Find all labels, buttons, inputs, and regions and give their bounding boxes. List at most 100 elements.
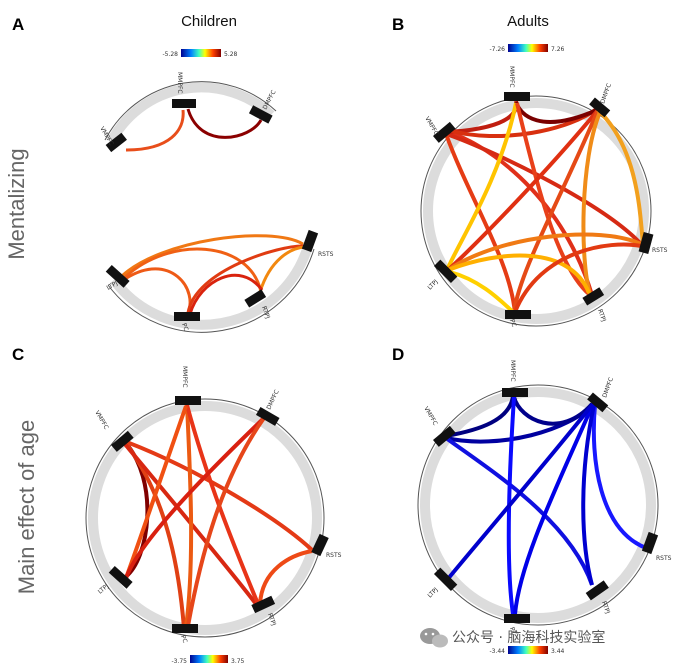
edge-vmpfc-rsts-c bbox=[123, 439, 314, 552]
colorbar-a-scale bbox=[181, 49, 221, 57]
colorbar-c-min: -3.75 bbox=[171, 658, 187, 665]
node-marker-rtpj-b bbox=[582, 287, 605, 306]
node-label-vmpfc-c: VMPFC bbox=[93, 410, 109, 431]
node-marker-dmpfc-b bbox=[589, 97, 611, 118]
node-marker-ltpj-a bbox=[105, 264, 130, 288]
colorbar-c: -3.75 3.75 bbox=[171, 655, 245, 665]
node-marker-pc-a bbox=[174, 312, 200, 321]
edge-dmpfc-ltpj-b bbox=[446, 108, 600, 272]
edge-dmpfc-ltpj-d bbox=[445, 402, 595, 582]
ring-arc-d bbox=[420, 387, 656, 623]
node-label-ltpj-b: LTPJ bbox=[426, 278, 439, 291]
colorbar-a: -5.28 5.28 bbox=[162, 49, 238, 58]
node-marker-pc-c bbox=[172, 624, 198, 633]
edge-pc-rsts-a bbox=[186, 244, 305, 314]
node-marker-dmpfc-a bbox=[248, 105, 273, 124]
colorbar-d: -3.44 3.44 bbox=[489, 646, 565, 655]
edge-rtpj-rsts-c bbox=[258, 549, 313, 605]
node-label-pc-a: PC bbox=[180, 322, 189, 332]
node-marker-rtpj-c bbox=[251, 595, 276, 614]
connectome-panel-d: VMPFC MMPFC DMPFC RSTS RTPJ PC LTPJ bbox=[417, 360, 672, 636]
node-label-rtpj-b: RTPJ bbox=[596, 308, 607, 323]
edge-pc-rtpj-a bbox=[188, 273, 264, 315]
node-label-ltpj-d: LTPJ bbox=[426, 586, 439, 599]
panel-label-c: C bbox=[12, 345, 24, 364]
ring-arc-upper-a bbox=[106, 82, 275, 145]
edge-dmpfc-pc-b bbox=[512, 109, 600, 313]
node-label-dmpfc-b: DMPFC bbox=[599, 82, 613, 104]
edge-pc-rsts-b bbox=[513, 242, 642, 313]
edge-mmpfc-vmpfc-a bbox=[125, 109, 185, 152]
node-label-mmpfc-c: MMPFC bbox=[181, 366, 188, 388]
edge-dmpfc-pc-d bbox=[513, 403, 595, 615]
node-label-mmpfc-a: MMPFC bbox=[176, 72, 183, 94]
node-marker-ltpj-b bbox=[433, 259, 458, 284]
node-marker-mmpfc-a bbox=[172, 99, 196, 108]
panel-label-a: A bbox=[12, 15, 24, 34]
connectome-panel-a: VMPFC MMPFC DMPFC RSTS RTPJ PC LTPJ bbox=[98, 72, 334, 333]
colorbar-d-max: 3.44 bbox=[551, 648, 565, 655]
watermark-text: 公众号 · 脑海科技实验室 bbox=[452, 629, 605, 646]
panel-label-b: B bbox=[392, 15, 404, 34]
node-marker-dmpfc-d bbox=[587, 392, 609, 413]
node-label-rtpj-c: RTPJ bbox=[266, 612, 277, 627]
node-label-ltpj-c: LTPJ bbox=[97, 583, 111, 596]
edge-vmpfc-pc-b bbox=[444, 133, 517, 314]
chat-bubble-icon bbox=[420, 628, 448, 648]
node-marker-vmpfc-d bbox=[433, 425, 456, 447]
node-marker-dmpfc-c bbox=[255, 407, 280, 426]
edge-dmpfc-rsts-d bbox=[591, 404, 647, 550]
edge-mmpfc-ltpj-b bbox=[446, 102, 518, 269]
column-title-adults: Adults bbox=[507, 13, 549, 30]
ring-outline-c bbox=[85, 398, 325, 638]
edge-vmpfc-rtpj-b bbox=[445, 130, 594, 296]
edge-vmpfc-mmpfc-d bbox=[445, 395, 515, 438]
node-label-rtpj-a: RTPJ bbox=[260, 305, 271, 320]
connectome-panel-c: VMPFC MMPFC DMPFC RSTS RTPJ PC LTPJ bbox=[85, 366, 342, 644]
colorbar-a-max: 5.28 bbox=[224, 51, 238, 58]
edge-dmpfc-pc-c bbox=[186, 416, 266, 627]
node-label-dmpfc-d: DMPFC bbox=[601, 376, 615, 398]
ring-outline-upper-a bbox=[104, 81, 277, 141]
node-marker-ltpj-c bbox=[108, 565, 133, 589]
node-label-rsts-d: RSTS bbox=[656, 555, 672, 562]
colorbar-b-max: 7.26 bbox=[551, 46, 565, 53]
node-marker-vmpfc-a bbox=[105, 132, 127, 153]
node-marker-rsts-a bbox=[301, 229, 319, 253]
ring-outline-d bbox=[417, 384, 659, 626]
edge-vmpfc-rtpj-d bbox=[444, 436, 594, 586]
edge-dmpfc-rtpj-b bbox=[581, 111, 602, 295]
colorbar-d-scale bbox=[508, 646, 548, 654]
edge-mmpfc-dmpfc-d bbox=[512, 396, 594, 426]
edge-mmpfc-rtpj-c bbox=[185, 404, 260, 605]
ring-arc-c bbox=[88, 401, 322, 635]
node-marker-pc-b bbox=[505, 310, 531, 319]
edge-dmpfc-rsts-b bbox=[596, 108, 645, 244]
node-label-rsts-b: RSTS bbox=[652, 247, 668, 254]
colorbar-a-min: -5.28 bbox=[162, 51, 178, 58]
ring-arc-b bbox=[423, 98, 649, 324]
node-marker-pc-d bbox=[504, 614, 530, 623]
node-label-mmpfc-d: MMPFC bbox=[509, 360, 516, 382]
watermark: 公众号 · 脑海科技实验室 bbox=[420, 628, 605, 648]
node-marker-rsts-c bbox=[311, 533, 329, 557]
node-marker-mmpfc-c bbox=[175, 396, 201, 405]
node-label-mmpfc-b: MMPFC bbox=[508, 66, 515, 88]
edge-rtpj-rsts-a bbox=[258, 245, 306, 293]
node-label-pc-b: PC bbox=[508, 318, 517, 328]
node-label-pc-c: PC bbox=[179, 634, 188, 644]
panel-label-d: D bbox=[392, 345, 404, 364]
edge-ltpj-rsts-b bbox=[446, 232, 642, 272]
node-marker-mmpfc-d bbox=[502, 388, 528, 397]
node-marker-vmpfc-c bbox=[111, 430, 134, 452]
colorbar-c-max: 3.75 bbox=[231, 658, 245, 665]
node-label-ltpj-a: LTPJ bbox=[106, 280, 120, 292]
node-marker-rsts-d bbox=[641, 531, 659, 555]
node-marker-rtpj-a bbox=[244, 289, 267, 308]
edge-ltpj-rtpj-a bbox=[122, 247, 263, 293]
node-marker-ltpj-d bbox=[433, 567, 458, 592]
edge-ltpj-pc-a bbox=[124, 267, 192, 316]
edge-ltpj-rtpj-b bbox=[447, 253, 591, 294]
colorbar-b-min: -7.26 bbox=[489, 46, 505, 53]
